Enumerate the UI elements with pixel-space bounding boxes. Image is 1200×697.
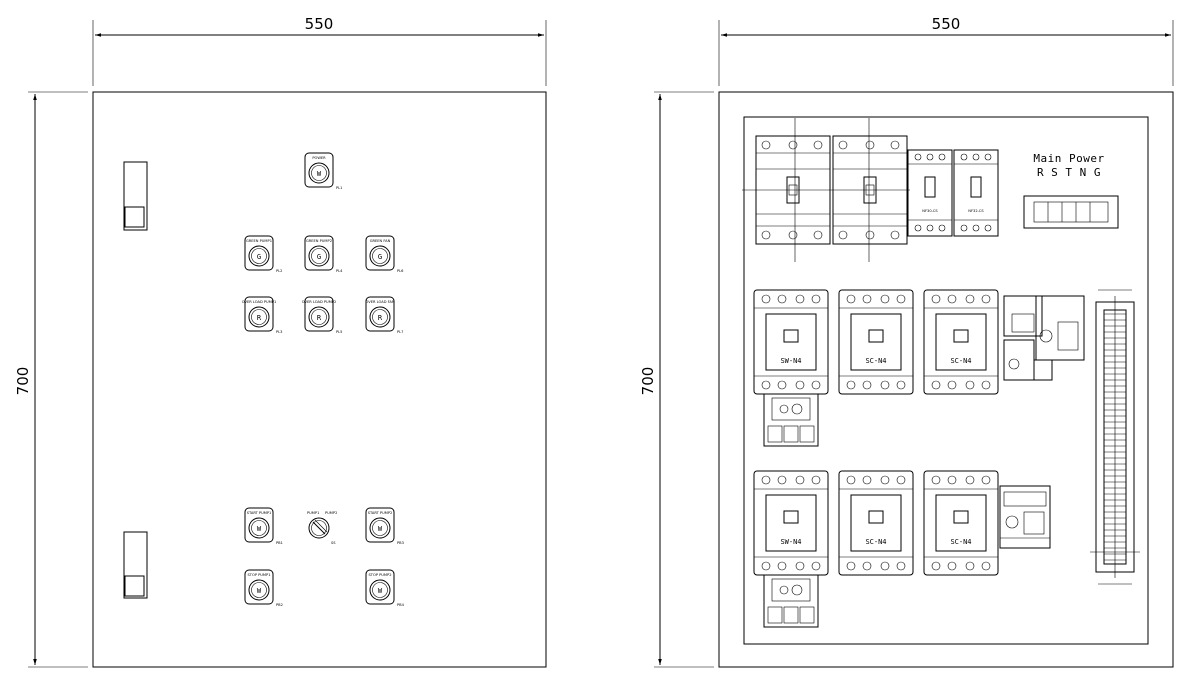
selector-knob-icon [312,521,326,535]
button-tag: PB3 [397,541,404,545]
start-button-2: START PUMP2 W PB3 [365,507,404,545]
main-power-terminal-block: Main Power R S T N G [1023,152,1119,229]
lamp-letter: G [317,253,321,261]
contactor-model: SC-N4 [950,538,971,546]
contactor-model: SC-N4 [950,357,971,365]
contactor-top-2: SC-N4 [838,289,914,395]
main-power-title: Main Power [1033,152,1104,165]
contactor-model: SC-N4 [865,538,886,546]
button-tag: PB4 [397,603,405,607]
enclosure-outline [718,91,1174,668]
button-letter: W [378,525,383,533]
button-tag: PB2 [276,603,283,607]
contactor-bottom-1: SW-N4 [753,470,829,576]
contactor-top-1: SW-N4 [753,289,829,395]
lamp-tag: PL6 [397,269,404,273]
selector-tag: SS [331,541,336,545]
contactor-model: SW-N4 [780,538,801,546]
lamp-caption: GREEN PUMP1 [246,239,272,243]
stop-button-2: STOP PUMP2 W PB4 [365,569,405,607]
overload-relay-top [763,393,819,447]
button-tag: PB1 [276,541,283,545]
contactor-bottom-2: SC-N4 [838,470,914,576]
mounting-plate [743,116,1149,645]
lamp-caption: OVER LOAD PUMP2 [302,300,337,304]
run-lamp-2: GREEN PUMP2 G PL4 [304,235,343,273]
run-lamp-1: GREEN PUMP1 G PL2 [244,235,282,273]
contactor-model: SW-N4 [780,357,801,365]
breaker-handle-icon [863,176,877,204]
lamp-caption: OVER LOAD FAN [365,300,394,304]
lamp-letter: W [317,170,322,178]
lamp-letter: R [317,314,322,322]
lamp-caption: GREEN FAN [370,239,391,243]
button-caption: STOP PUMP2 [369,573,392,577]
lamp-caption: POWER [312,156,326,160]
small-breaker-1: NF30-CS [907,149,953,237]
relay-timer-group-top [1003,295,1085,381]
button-caption: START PUMP1 [247,511,272,515]
lamp-caption: OVER LOAD PUMP1 [242,300,277,304]
pump-selector-switch: PUMP1 PUMP2 SS [307,511,337,545]
upper-hinge [123,161,148,231]
front-view: 550 700 POWER W PL1 GREE [14,15,547,668]
contactor-model: SC-N4 [865,357,886,365]
contactor-bottom-3: SC-N4 [923,470,999,576]
fault-lamp-1: OVER LOAD PUMP1 R PL3 [242,296,282,334]
button-letter: W [257,525,262,533]
contactor-top-3: SC-N4 [923,289,999,395]
front-width-dimension: 550 [305,15,334,33]
fault-lamp-2: OVER LOAD PUMP2 R PL5 [302,296,342,334]
breaker-model: NF30-CS [922,209,938,213]
selector-left-label: PUMP1 [307,511,319,515]
front-door-panel [92,91,547,668]
fault-lamp-3: OVER LOAD FAN R PL7 [365,296,403,334]
main-breaker-1 [742,118,910,262]
main-power-terminals: R S T N G [1037,166,1101,179]
overload-relay-bottom [763,574,819,628]
lower-hinge [123,531,148,599]
button-caption: STOP PUMP1 [248,573,271,577]
lamp-letter: R [257,314,262,322]
small-breaker-2: NF32-CS [953,149,999,237]
relay-timer-group-bottom [999,485,1051,549]
button-letter: W [257,587,262,595]
interior-view: 550 700 [639,15,1174,668]
terminal-strip-ticks [1104,313,1126,561]
stop-button-1: STOP PUMP1 W PB2 [244,569,283,607]
button-letter: W [378,587,383,595]
main-breaker-2 [832,118,908,262]
breaker-handle-icon [924,176,936,198]
interior-height-dimension: 700 [639,367,657,396]
button-caption: START PUMP2 [368,511,393,515]
lamp-letter: G [378,253,382,261]
lamp-tag: PL2 [276,269,282,273]
lamp-tag: PL3 [276,330,282,334]
power-lamp: POWER W PL1 [304,152,342,190]
interior-width-dimension: 550 [932,15,961,33]
lamp-letter: G [257,253,261,261]
lamp-tag: PL7 [397,330,403,334]
lamp-tag: PL4 [336,269,343,273]
front-height-dimension: 700 [14,367,32,396]
lamp-caption: GREEN PUMP2 [306,239,332,243]
lamp-tag: PL5 [336,330,342,334]
run-lamp-3: GREEN FAN G PL6 [365,235,404,273]
lamp-tag: PL1 [336,186,342,190]
breaker-handle-icon [970,176,982,198]
lamp-letter: R [378,314,383,322]
selector-right-label: PUMP2 [325,511,337,515]
breaker-model: NF32-CS [968,209,984,213]
start-button-1: START PUMP1 W PB1 [244,507,283,545]
terminal-strip [1090,289,1140,585]
